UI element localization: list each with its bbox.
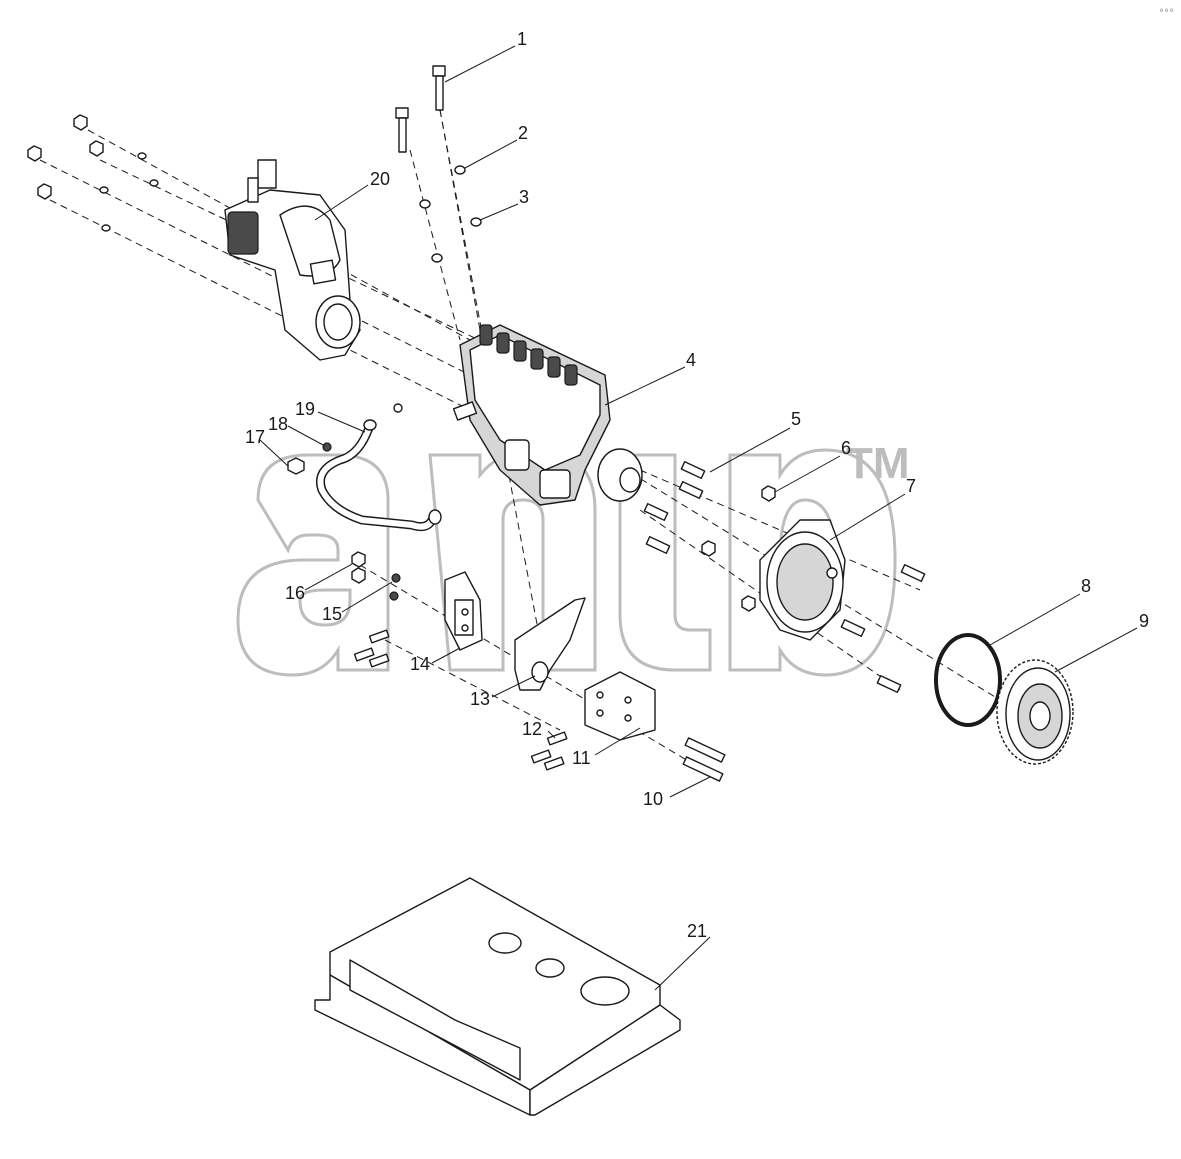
callout-8: 8: [1081, 576, 1091, 596]
callout-21: 21: [687, 921, 707, 941]
washers-top[interactable]: [419, 165, 482, 263]
nuts-left[interactable]: [27, 114, 159, 232]
mounting-bracket-left[interactable]: [444, 571, 483, 651]
o-ring[interactable]: [934, 633, 1002, 727]
callout-13: 13: [470, 689, 490, 709]
banjo-bolt[interactable]: [287, 457, 305, 475]
callout-16: 16: [285, 583, 305, 603]
callout-6: 6: [841, 438, 851, 458]
callout-17: 17: [245, 427, 265, 447]
callout-4: 4: [686, 350, 696, 370]
watermark-trademark: TM: [846, 439, 910, 488]
nuts-bracket[interactable]: [351, 551, 401, 601]
bolts-long-lower[interactable]: [682, 737, 726, 782]
fuel-pipe[interactable]: [316, 403, 442, 532]
bolt-short[interactable]: [395, 107, 409, 153]
callout-19: 19: [295, 399, 315, 419]
callout-3: 3: [519, 187, 529, 207]
callout-leaders: [259, 45, 1138, 991]
callout-20: 20: [370, 169, 390, 189]
nuts-flange[interactable]: [701, 485, 776, 612]
callout-7: 7: [906, 476, 916, 496]
callout-2: 2: [518, 123, 528, 143]
bolts-bracket-right[interactable]: [530, 731, 568, 771]
callout-12: 12: [522, 719, 542, 739]
drive-gear[interactable]: [996, 659, 1074, 765]
callout-labels: 1 2 3 4 5 6 7 8 9 10 11 12 13 14 15 16 1…: [245, 29, 1149, 941]
callout-5: 5: [791, 409, 801, 429]
control-unit-box[interactable]: [314, 877, 681, 1116]
corner-mark: e e e: [1160, 8, 1174, 14]
flange-housing[interactable]: [759, 519, 846, 641]
callout-1: 1: [517, 29, 527, 49]
callout-10: 10: [643, 789, 663, 809]
support-bracket[interactable]: [514, 597, 586, 691]
studs[interactable]: [643, 461, 926, 693]
pump-delivery-valves: [479, 324, 578, 386]
actuator-housing[interactable]: [224, 159, 361, 361]
callout-18: 18: [268, 414, 288, 434]
mounting-bracket-right[interactable]: [584, 671, 656, 741]
callout-11: 11: [572, 748, 591, 768]
injection-pump[interactable]: [452, 324, 643, 506]
bolt-long[interactable]: [432, 65, 446, 111]
sealing-washer[interactable]: [322, 442, 332, 452]
callout-14: 14: [410, 654, 430, 674]
callout-15: 15: [322, 604, 342, 624]
bolts-bracket-left[interactable]: [353, 629, 390, 668]
callout-9: 9: [1139, 611, 1149, 631]
